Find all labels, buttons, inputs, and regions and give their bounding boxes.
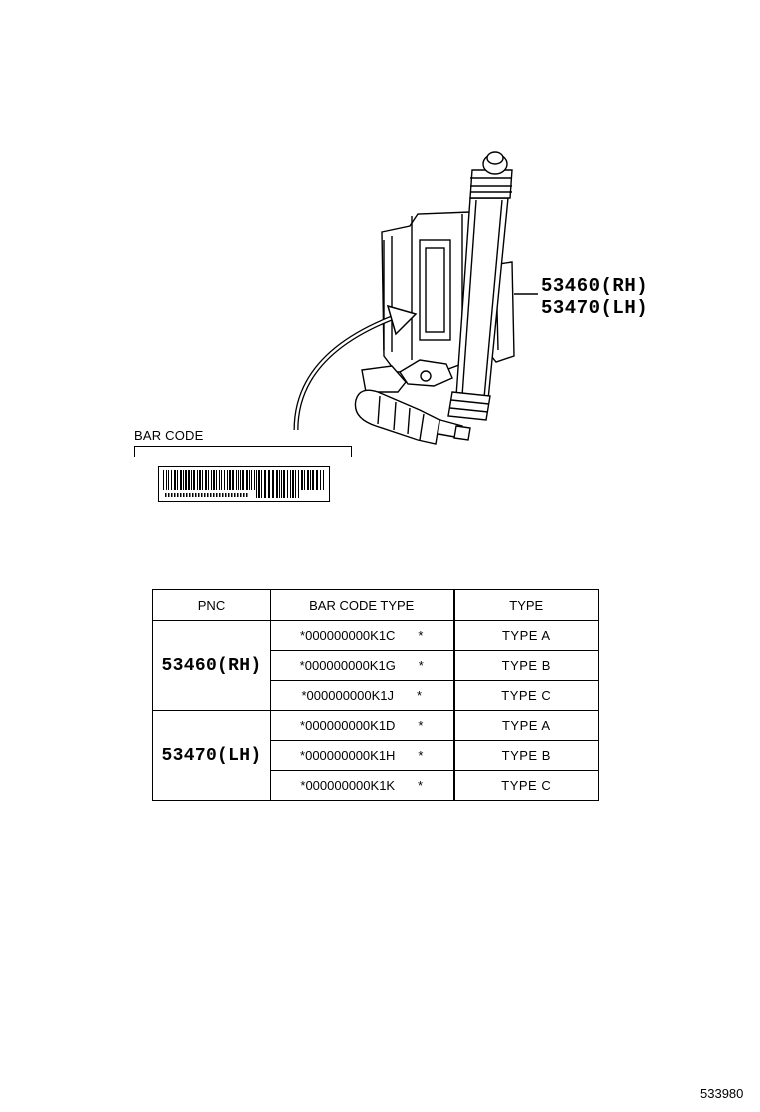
type-cell: TYPE A	[452, 620, 599, 651]
barcode-label-image	[158, 466, 330, 502]
table-row: 53470(LH) *000000000K1D* TYPE A	[152, 710, 599, 801]
document-id: 533980	[700, 1086, 744, 1101]
pnc-cell: 53460(RH)	[152, 620, 271, 711]
type-cell: TYPE B	[452, 650, 599, 681]
bar-code-cell: *000000000K1D*	[270, 710, 454, 741]
table-header-row: PNC BAR CODE TYPE TYPE	[152, 589, 599, 621]
barcode-bracket	[134, 446, 352, 457]
bar-code-cell: *000000000K1H*	[270, 740, 454, 771]
type-cell: TYPE B	[452, 740, 599, 771]
header-bar-code-type: BAR CODE TYPE	[270, 589, 454, 621]
bar-code-cell: *000000000K1G*	[270, 650, 454, 681]
barcode-title: BAR CODE	[134, 428, 204, 443]
type-cell: TYPE A	[452, 710, 599, 741]
type-cell: TYPE C	[452, 680, 599, 711]
bar-code-cell: *000000000K1C*	[270, 620, 454, 651]
header-type: TYPE	[452, 589, 599, 621]
table-row: *000000000K1K* TYPE C	[153, 770, 599, 801]
table-row: *000000000K1H* TYPE B	[153, 740, 599, 771]
barcode-type-table: PNC BAR CODE TYPE TYPE 53460(RH) *000000…	[152, 589, 599, 801]
bar-code-cell: *000000000K1J*	[270, 680, 454, 711]
hood-lock-assembly-drawing	[293, 151, 538, 445]
callout-part-rh: 53460(RH)	[541, 275, 649, 297]
bar-code-cell: *000000000K1K*	[270, 770, 454, 801]
header-pnc: PNC	[152, 589, 271, 621]
pnc-cell: 53470(LH)	[152, 710, 271, 801]
table-row: *000000000K1G* TYPE B	[153, 650, 599, 681]
table-row: 53460(RH) *000000000K1C* TYPE A	[152, 620, 599, 711]
type-cell: TYPE C	[452, 770, 599, 801]
callout-part-lh: 53470(LH)	[541, 297, 649, 319]
